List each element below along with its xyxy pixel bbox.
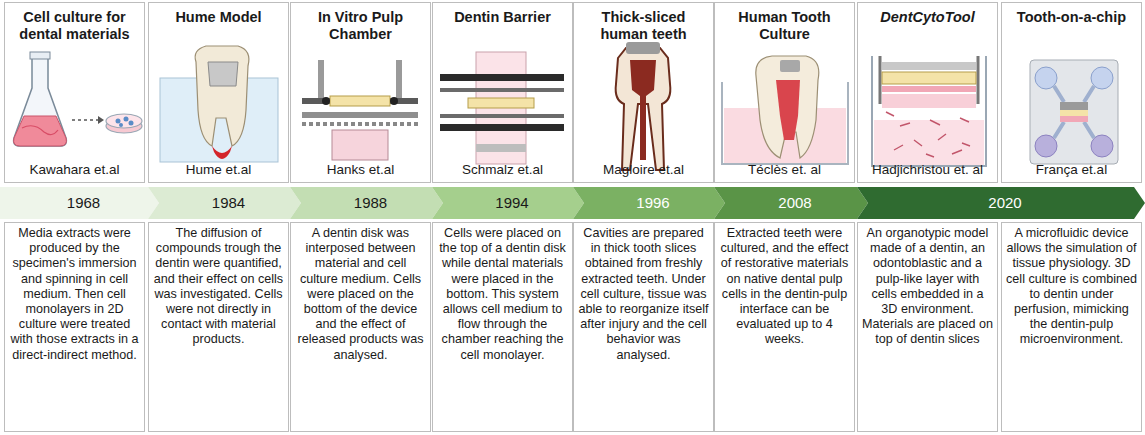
year-chevron: 1988 xyxy=(290,187,443,219)
year-chevron: 1996 xyxy=(573,187,725,219)
year-label: 1984 xyxy=(204,194,245,212)
hume-model xyxy=(160,46,278,162)
tooth-culture xyxy=(722,56,848,164)
description-box: Cells were placed on the top of a dentin… xyxy=(432,222,573,432)
method-title: Human Tooth Culture xyxy=(719,9,850,43)
description-box: A dentin disk was interposed between mat… xyxy=(290,222,431,432)
method-title: Hume Model xyxy=(175,9,261,26)
method-box: Hume ModelHume et.al xyxy=(148,2,289,183)
author-label: Kawahara et.al xyxy=(29,162,119,178)
chevron-fill xyxy=(432,187,584,219)
year-chevron: 1994 xyxy=(432,187,584,219)
description-box: The diffusion of compounds trough the de… xyxy=(148,222,289,432)
method-box: In Vitro Pulp ChamberHanks et.al xyxy=(290,2,431,183)
year-label: 2008 xyxy=(770,194,811,212)
method-box: Tooth-on-a-chipFrança et.al xyxy=(1001,2,1142,183)
chevron-fill xyxy=(0,187,159,219)
method-box: DentCytoToolHadjichristou et. al xyxy=(857,2,998,183)
method-box: Cell culture for dental materialsKawahar… xyxy=(4,2,145,183)
description-box: Media extracts were produced by the spec… xyxy=(4,222,145,432)
author-label: Hanks et.al xyxy=(327,162,395,178)
method-box: Dentin BarrierSchmalz et.al xyxy=(432,2,573,183)
description-text: Media extracts were produced by the spec… xyxy=(9,226,140,363)
year-chevron: 2008 xyxy=(714,187,868,219)
transwell-model xyxy=(872,56,986,166)
dentin-barrier xyxy=(440,52,564,164)
year-chevron: 2020 xyxy=(857,187,1145,219)
description-text: Extracted teeth were cultured, and the e… xyxy=(719,226,850,348)
method-box: Human Tooth CultureTéclès et. al xyxy=(714,2,855,183)
year-label: 1994 xyxy=(487,194,528,212)
description-box: An organotypic model made of a dentin, a… xyxy=(857,222,998,432)
description-text: Cells were placed on the top of a dentin… xyxy=(437,226,568,363)
method-title: Dentin Barrier xyxy=(454,9,551,26)
method-title: Cell culture for dental materials xyxy=(9,9,140,43)
method-title: DentCytoTool xyxy=(880,9,975,26)
method-title: Tooth-on-a-chip xyxy=(1017,9,1126,26)
flask-and-dish xyxy=(14,52,142,146)
chevron-fill xyxy=(290,187,443,219)
year-chevron: 1984 xyxy=(148,187,301,219)
description-text: An organotypic model made of a dentin, a… xyxy=(862,226,993,348)
chevron-fill xyxy=(573,187,725,219)
tooth-slice xyxy=(616,42,671,170)
description-box: A microfluidic device allows the simulat… xyxy=(1001,222,1142,432)
description-text: A microfluidic device allows the simulat… xyxy=(1006,226,1137,348)
year-label: 2020 xyxy=(980,194,1021,212)
author-label: Hume et.al xyxy=(186,162,251,178)
description-text: Cavities are prepared in thick tooth sli… xyxy=(578,226,709,363)
microfluidic-chip xyxy=(1030,60,1118,164)
description-box: Cavities are prepared in thick tooth sli… xyxy=(573,222,714,432)
year-label: 1988 xyxy=(346,194,387,212)
description-box: Extracted teeth were cultured, and the e… xyxy=(714,222,855,432)
chevron-fill xyxy=(148,187,301,219)
pulp-chamber-device xyxy=(302,60,418,160)
author-label: França et.al xyxy=(1036,162,1107,178)
method-box: Thick-sliced human teethMagloire et.al xyxy=(573,2,714,183)
chevron-fill xyxy=(857,187,1145,219)
chevron-fill xyxy=(714,187,868,219)
author-label: Téclès et. al xyxy=(748,162,821,178)
method-title: Thick-sliced human teeth xyxy=(578,9,709,43)
author-label: Hadjichristou et. al xyxy=(872,162,983,178)
description-text: A dentin disk was interposed between mat… xyxy=(295,226,426,363)
year-label: 1968 xyxy=(59,194,100,212)
author-label: Schmalz et.al xyxy=(462,162,543,178)
method-title: In Vitro Pulp Chamber xyxy=(295,9,426,43)
description-text: The diffusion of compounds trough the de… xyxy=(153,226,284,348)
year-chevron: 1968 xyxy=(0,187,159,219)
year-label: 1996 xyxy=(628,194,669,212)
author-label: Magloire et.al xyxy=(603,162,684,178)
